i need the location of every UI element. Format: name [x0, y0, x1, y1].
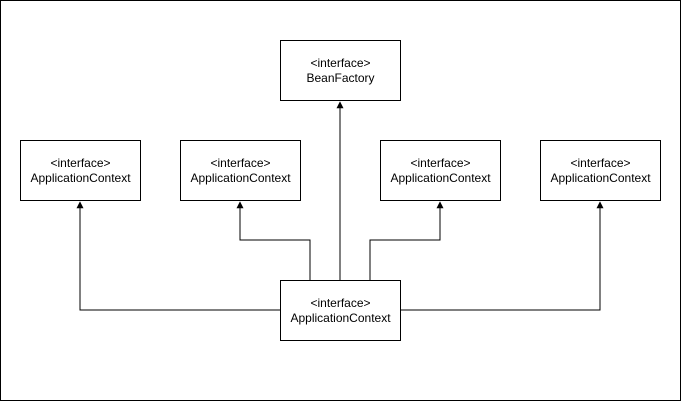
edge-to-app-context-3: [369, 201, 444, 280]
edge-to-app-context-1: [76, 201, 280, 311]
node-name: ApplicationContext: [290, 310, 391, 325]
node-app-context-4[interactable]: <interface> ApplicationContext: [540, 140, 661, 201]
edge-to-app-context-4: [400, 201, 604, 311]
node-stereotype: <interface>: [210, 155, 271, 170]
edge-to-app-context-2: [236, 201, 311, 280]
node-app-context-2[interactable]: <interface> ApplicationContext: [180, 140, 301, 201]
node-stereotype: <interface>: [410, 155, 471, 170]
node-stereotype: <interface>: [570, 155, 631, 170]
node-name: ApplicationContext: [190, 170, 291, 185]
node-app-context-main[interactable]: <interface> ApplicationContext: [280, 280, 401, 341]
node-stereotype: <interface>: [310, 295, 371, 310]
node-name: ApplicationContext: [550, 170, 651, 185]
node-bean-factory[interactable]: <interface> BeanFactory: [280, 40, 401, 101]
node-name: ApplicationContext: [390, 170, 491, 185]
node-app-context-3[interactable]: <interface> ApplicationContext: [380, 140, 501, 201]
node-name: BeanFactory: [306, 70, 375, 85]
node-stereotype: <interface>: [50, 155, 111, 170]
node-name: ApplicationContext: [30, 170, 131, 185]
node-app-context-1[interactable]: <interface> ApplicationContext: [20, 140, 141, 201]
node-stereotype: <interface>: [310, 55, 371, 70]
